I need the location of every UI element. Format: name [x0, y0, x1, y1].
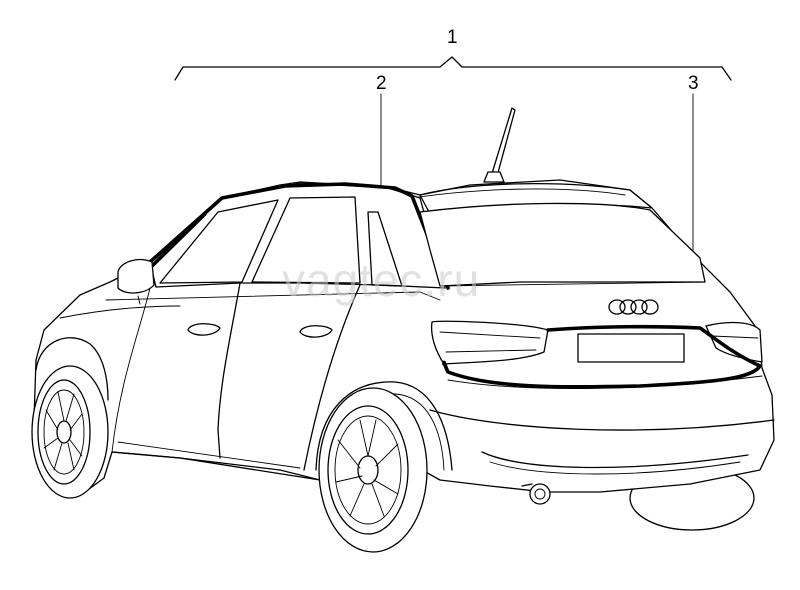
- callout-label-3: 3: [688, 73, 699, 94]
- watermark-text: vagtec.ru: [282, 254, 480, 306]
- brand-logo-rings: [608, 299, 659, 315]
- callout-label-1: 1: [447, 27, 458, 48]
- callout-label-2: 2: [376, 73, 387, 94]
- car-body: [31, 107, 775, 553]
- callout-bracket-1: [174, 56, 732, 81]
